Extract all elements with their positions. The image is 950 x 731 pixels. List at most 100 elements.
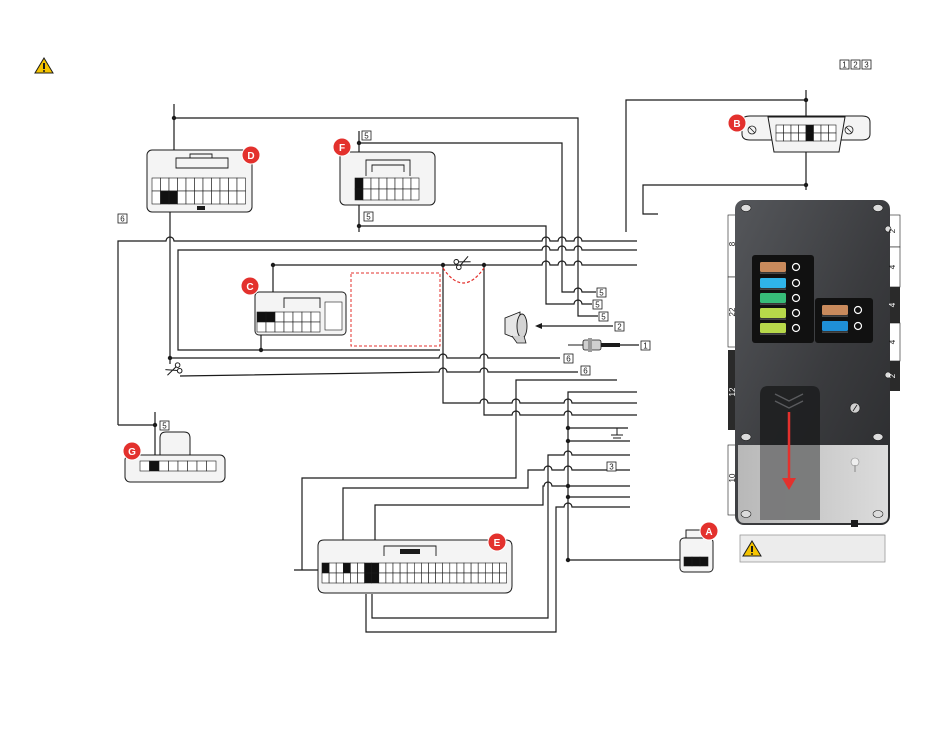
pin <box>336 573 343 583</box>
svg-text:5: 5 <box>601 313 606 322</box>
arrow-left-icon <box>535 323 542 329</box>
connector-e-pins <box>322 563 507 583</box>
pin <box>692 557 700 566</box>
pin <box>178 191 187 204</box>
pin <box>464 573 471 583</box>
fuse[interactable] <box>760 278 786 288</box>
pin <box>343 573 350 583</box>
pin <box>429 563 436 573</box>
svg-text:B: B <box>733 119 740 130</box>
svg-text:3: 3 <box>609 463 614 472</box>
pin <box>311 322 320 332</box>
connector-f-pins <box>355 178 419 200</box>
fuse[interactable] <box>822 305 848 315</box>
fuse[interactable] <box>760 323 786 333</box>
pin <box>784 133 792 141</box>
pin <box>275 322 284 332</box>
svg-text:1: 1 <box>643 342 648 351</box>
svg-text:10: 10 <box>728 473 737 482</box>
pin <box>821 125 829 133</box>
pin <box>372 573 379 583</box>
label-g-top: 5 <box>160 421 169 431</box>
fuse[interactable] <box>822 321 848 331</box>
fuse-caption-line <box>760 273 786 274</box>
pin <box>403 189 411 200</box>
pin <box>329 563 336 573</box>
label-siren: 2 <box>615 322 624 332</box>
fuse-status-icon <box>793 264 800 271</box>
badge-a: A <box>700 522 718 540</box>
top-references: 1 2 3 <box>840 60 871 70</box>
badge-e: E <box>488 533 506 551</box>
pin <box>188 461 198 471</box>
pin <box>814 125 822 133</box>
pin <box>169 178 178 191</box>
pin <box>186 178 195 191</box>
pin <box>436 573 443 583</box>
connector-a-pins <box>684 557 708 566</box>
pin <box>450 563 457 573</box>
pin <box>229 178 238 191</box>
pin <box>371 178 379 189</box>
pin <box>293 312 302 322</box>
pin <box>220 191 229 204</box>
pin <box>799 133 807 141</box>
pin <box>400 573 407 583</box>
pin <box>485 563 492 573</box>
label-output-1: 5 <box>597 288 606 298</box>
pin <box>379 563 386 573</box>
pin <box>178 178 187 191</box>
wire-358 <box>170 212 560 358</box>
wire-372 <box>170 358 578 376</box>
pin <box>350 573 357 583</box>
pin <box>365 573 372 583</box>
svg-text:2: 2 <box>853 61 858 70</box>
pin <box>363 178 371 189</box>
wire-250 <box>178 246 637 350</box>
connector-a: A <box>680 522 718 572</box>
pin <box>407 563 414 573</box>
fuse-caption-line <box>760 289 786 290</box>
pin <box>207 461 217 471</box>
pin <box>152 191 161 204</box>
pin <box>387 189 395 200</box>
relay-area <box>351 273 440 346</box>
label-f-top: 5 <box>362 131 371 141</box>
siren-icon <box>505 312 527 343</box>
pin <box>284 312 293 322</box>
pin <box>700 557 708 566</box>
pin <box>322 563 329 573</box>
pin <box>302 322 311 332</box>
badge-f: F <box>333 138 351 156</box>
pin <box>152 178 161 191</box>
pin <box>414 573 421 583</box>
svg-text:6: 6 <box>583 367 588 376</box>
pin <box>814 133 822 141</box>
pin <box>421 563 428 573</box>
pin <box>186 191 195 204</box>
pin <box>806 125 814 133</box>
ground-icon <box>611 428 623 441</box>
svg-text:C: C <box>246 282 253 293</box>
fuse[interactable] <box>760 262 786 272</box>
fuse[interactable] <box>760 293 786 303</box>
badge-c: C <box>241 277 259 295</box>
pin <box>403 178 411 189</box>
pin <box>220 178 229 191</box>
fuse-status-icon <box>793 295 800 302</box>
fuse-status-icon <box>793 280 800 287</box>
pin <box>229 191 238 204</box>
pin <box>212 178 221 191</box>
warning-icon <box>35 58 53 73</box>
pin <box>275 312 284 322</box>
pin <box>212 191 221 204</box>
label-d-side: 6 <box>118 214 127 224</box>
pin <box>195 178 204 191</box>
svg-text:5: 5 <box>599 289 604 298</box>
svg-text:2: 2 <box>617 323 622 332</box>
cut-bridge <box>443 268 484 283</box>
connector-g: G <box>123 432 225 482</box>
fuse[interactable] <box>760 308 786 318</box>
svg-text:4: 4 <box>888 264 897 269</box>
wire-443 <box>443 265 637 403</box>
